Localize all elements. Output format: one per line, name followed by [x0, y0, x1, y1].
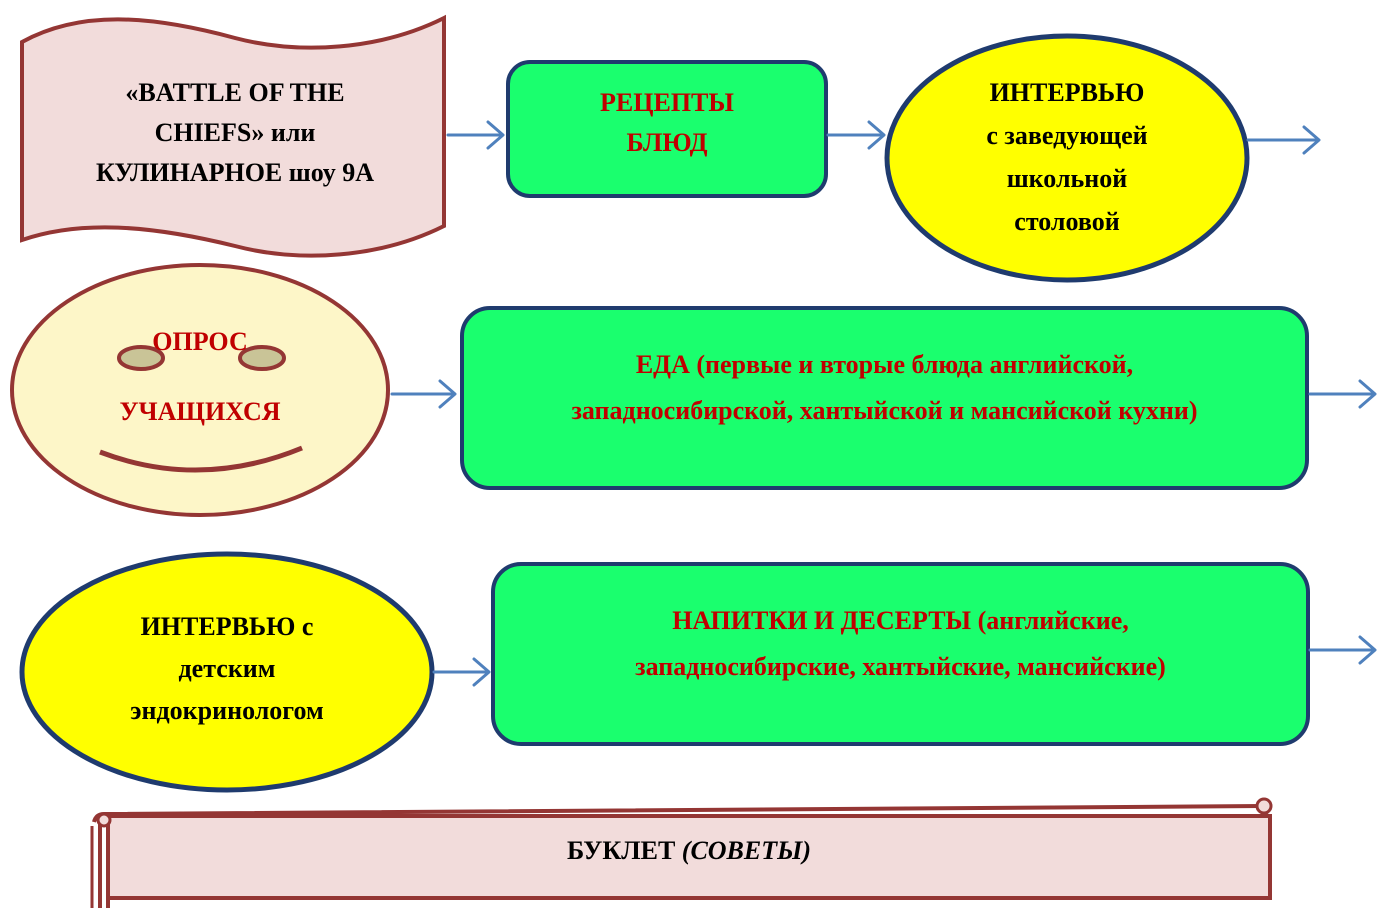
interview-canteen-line-2: с заведующей: [986, 121, 1148, 150]
arrow-6: [432, 657, 491, 687]
booklet-title: БУКЛЕТ: [567, 836, 682, 865]
food-text: ЕДА (первые и вторые блюда английской, з…: [462, 338, 1307, 438]
arrow-3: [1246, 125, 1321, 155]
battle-line-1: «BATTLE OF THE: [125, 78, 345, 107]
interview-doctor-line-1: ИНТЕРВЬЮ с: [140, 612, 314, 641]
smiley-left-eye: [117, 345, 165, 371]
battle-line-3: КУЛИНАРНОЕ шоу 9А: [96, 158, 374, 187]
drinks-text: НАПИТКИ И ДЕСЕРТЫ (английские, западноси…: [493, 594, 1308, 694]
smiley-mouth: [99, 445, 303, 473]
arrow-5: [1308, 379, 1377, 409]
arrow-2: [826, 120, 886, 150]
recipes-text: РЕЦЕПТЫ БЛЮД: [508, 78, 826, 168]
recipes-box-shape: [506, 60, 828, 198]
interview-doctor-line-2: детским: [178, 654, 276, 683]
food-detail-2: западносибирской, хантыйской и мансийско…: [571, 396, 1198, 425]
interview-doctor-line-3: эндокринологом: [130, 696, 324, 725]
survey-line-1: ОПРОС: [152, 327, 248, 356]
booklet-subtitle: (СОВЕТЫ): [681, 836, 811, 865]
arrow-1: [446, 120, 505, 150]
booklet-text: БУКЛЕТ (СОВЕТЫ): [108, 826, 1270, 876]
food-detail-1: (первые и вторые блюда английской,: [689, 350, 1134, 379]
drinks-detail-2: западносибирские, хантыйские, мансийские…: [635, 652, 1166, 681]
survey-line-2: УЧАЩИХСЯ: [119, 397, 281, 426]
interview-canteen-line-4: столовой: [1014, 207, 1120, 236]
arrow-4: [390, 379, 457, 409]
drinks-detail-1: (английские,: [971, 606, 1129, 635]
interview-canteen-text: ИНТЕРВЬЮ с заведующей школьной столовой: [900, 72, 1234, 242]
battle-line-2: CHIEFS» или: [154, 118, 316, 147]
drinks-title: НАПИТКИ И ДЕСЕРТЫ: [672, 606, 972, 635]
interview-canteen-line-3: школьной: [1006, 164, 1128, 193]
interview-canteen-line-1: ИНТЕРВЬЮ: [989, 78, 1145, 107]
smiley-right-eye: [238, 345, 286, 371]
food-box-shape: [460, 306, 1309, 490]
booklet-scroll-shape: [90, 797, 1273, 908]
battle-banner-text: «BATTLE OF THE CHIEFS» или КУЛИНАРНОЕ шо…: [40, 68, 430, 198]
smiley-face-shape: [10, 263, 390, 517]
interview-doctor-ellipse: [19, 551, 435, 793]
recipes-line-1: РЕЦЕПТЫ: [600, 88, 734, 117]
food-title: ЕДА: [635, 350, 690, 379]
scroll-banner-shape: [20, 14, 446, 258]
interview-canteen-ellipse: [884, 33, 1250, 283]
interview-doctor-text: ИНТЕРВЬЮ с детским эндокринологом: [62, 604, 392, 734]
arrow-7: [1308, 635, 1377, 665]
drinks-box-shape: [491, 562, 1310, 746]
recipes-line-2: БЛЮД: [626, 128, 708, 157]
